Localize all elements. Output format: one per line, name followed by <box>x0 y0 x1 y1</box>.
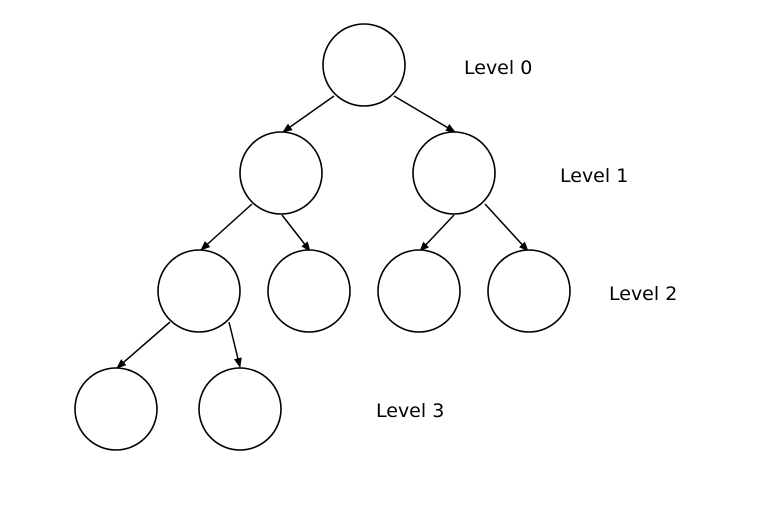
edge-root-right <box>393 95 456 133</box>
tree-node-l3-1 <box>74 367 158 451</box>
edge-l1left-right <box>281 214 311 252</box>
tree-node-root <box>322 23 406 107</box>
edges <box>116 95 529 369</box>
level-label-2: Level 2 <box>609 283 677 305</box>
edge-l1right-right <box>484 203 529 252</box>
edge-l1left-left <box>200 203 253 251</box>
edge-l2a-left <box>116 321 171 369</box>
tree-node-l1-right <box>412 131 496 215</box>
tree-node-l2-4 <box>487 249 571 333</box>
edge-l2a-right <box>228 321 242 368</box>
level-labels: Level 0 Level 1 Level 2 Level 3 <box>376 57 677 422</box>
nodes <box>74 23 571 451</box>
edge-root-left <box>282 95 335 133</box>
tree-node-l2-2 <box>267 249 351 333</box>
level-label-3: Level 3 <box>376 400 444 422</box>
tree-node-l1-left <box>239 131 323 215</box>
tree-node-l3-2 <box>198 367 282 451</box>
level-label-0: Level 0 <box>464 57 532 79</box>
edge-l1right-left <box>419 214 455 252</box>
tree-node-l2-3 <box>377 249 461 333</box>
tree-node-l2-1 <box>157 249 241 333</box>
level-label-1: Level 1 <box>560 165 628 187</box>
